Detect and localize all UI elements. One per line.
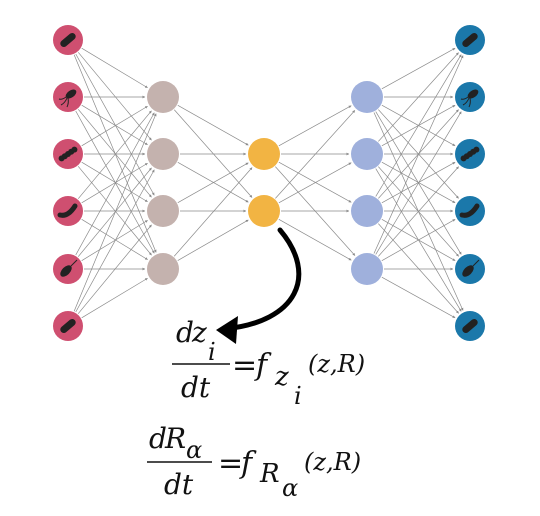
edge-l0-0-to-l1-2: [75, 53, 155, 196]
eq1-args: (z,R): [308, 350, 365, 378]
eq2-numerator-sub: α: [186, 436, 202, 464]
decoder-hidden-node-0: [351, 81, 383, 113]
edge-l0-3-to-l1-1: [81, 162, 148, 204]
edge-l3-3-to-l4-2: [378, 166, 459, 257]
eq1-numerator-d: d: [176, 316, 194, 349]
edge-l2-1-to-l3-0: [275, 110, 356, 199]
edge-l0-2-to-l1-0: [81, 105, 148, 147]
edge-l0-4-to-l1-2: [81, 220, 148, 261]
decoder-hidden-node-2: [351, 195, 383, 227]
eq1-func-subsub: i: [294, 382, 302, 410]
bacterium-rod-icon: [462, 32, 478, 48]
bacterium-flagellated-icon: [460, 89, 479, 108]
edge-l1-3-to-l2-1: [177, 219, 249, 261]
edge-l3-3-to-l4-0: [373, 55, 464, 254]
edge-l0-4-to-l1-0: [75, 112, 155, 256]
edge-l2-1-to-l3-3: [278, 219, 352, 261]
latent-to-equation-arrow: [221, 227, 302, 332]
equation-abundance-dynamics: d R α dt = f R α (z,R): [147, 422, 361, 502]
decoder-hidden-node-1: [351, 138, 383, 170]
eq2-denominator: dt: [164, 468, 194, 501]
edge-l0-2-to-l1-2: [81, 161, 148, 203]
edge-l0-5-to-l1-2: [77, 224, 152, 314]
edge-l1-0-to-l2-1: [174, 109, 253, 198]
edge-l0-5-to-l1-0: [73, 113, 157, 312]
edge-l3-3-to-l4-5: [381, 276, 456, 319]
edge-l0-5-to-l1-1: [75, 169, 155, 313]
encoder-hidden-node-1: [147, 138, 179, 170]
edge-l1-0-to-l2-0: [177, 105, 249, 146]
edge-l3-1-to-l4-0: [378, 52, 459, 142]
network-edges: [73, 47, 464, 319]
bacterium-curved-icon: [57, 203, 78, 218]
encoder-hidden-node-3: [147, 253, 179, 285]
bacterium-rod-icon: [60, 32, 76, 48]
edge-l0-0-to-l1-1: [77, 52, 152, 141]
edge-l0-3-to-l1-3: [81, 219, 148, 260]
bacterium-curved-icon: [459, 203, 480, 218]
latent-node-0: [248, 138, 280, 170]
eq1-func-sub: z: [274, 362, 289, 392]
edge-l0-3-to-l1-0: [77, 110, 152, 199]
edge-l3-3-to-l4-3: [381, 219, 456, 261]
edge-l1-1-to-l2-1: [177, 162, 249, 203]
edge-l2-1-to-l3-1: [278, 162, 352, 204]
edge-l3-0-to-l4-0: [381, 47, 456, 90]
edge-l0-1-to-l1-1: [81, 104, 148, 146]
eq1-func: f: [254, 348, 272, 383]
encoder-hidden-node-2: [147, 195, 179, 227]
network-nodes: [53, 25, 485, 341]
eq1-equals: =: [232, 348, 257, 383]
eq2-args: (z,R): [304, 448, 361, 476]
edge-l1-3-to-l2-0: [173, 167, 253, 257]
equation-latent-dynamics: d z i dt = f z i (z,R): [172, 316, 365, 410]
eq1-denominator: dt: [181, 371, 211, 404]
bacterium-flagellated-icon: [58, 89, 77, 108]
edge-l2-0-to-l3-2: [278, 161, 352, 203]
edge-l3-3-to-l4-1: [375, 111, 462, 255]
encoder-hidden-node-0: [147, 81, 179, 113]
edge-l2-0-to-l3-0: [278, 105, 352, 147]
decoder-hidden-node-3: [351, 253, 383, 285]
bacterium-tailed-icon: [60, 259, 78, 277]
edge-l3-2-to-l4-5: [378, 223, 459, 314]
eq2-equals: =: [218, 446, 243, 481]
edge-l3-2-to-l4-0: [375, 54, 462, 197]
bacterium-rod-icon: [462, 318, 478, 334]
bacterium-tailed-icon: [462, 259, 480, 277]
eq2-numerator-var: R: [164, 422, 186, 455]
edge-l1-2-to-l2-0: [177, 162, 249, 203]
bacterium-rod-icon: [60, 318, 76, 334]
bacterium-chain-icon: [460, 146, 480, 162]
edge-l0-5-to-l1-3: [81, 277, 148, 319]
eq1-numerator-sub: i: [208, 338, 216, 366]
latent-node-1: [248, 195, 280, 227]
eq2-func-sub: R: [259, 459, 280, 489]
eq2-numerator-d: d: [149, 422, 167, 455]
eq1-numerator-var: z: [191, 316, 207, 349]
bacterium-chain-icon: [58, 146, 78, 162]
eq2-func-subsub: α: [282, 474, 298, 502]
eq2-func: f: [239, 446, 257, 481]
latent-arrow-head: [216, 316, 238, 344]
edge-l0-0-to-l1-0: [81, 47, 148, 89]
